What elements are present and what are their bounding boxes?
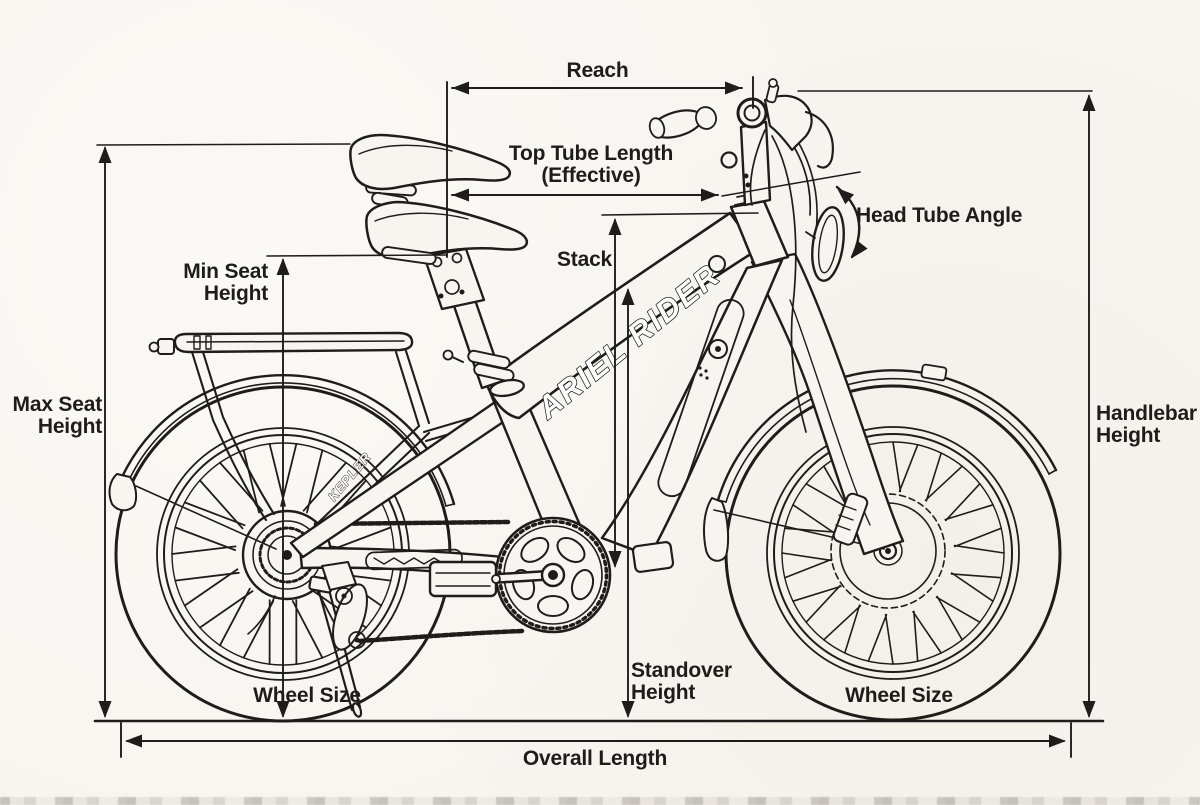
stack-dimension bbox=[601, 212, 759, 568]
standover-dimension bbox=[621, 288, 635, 718]
overall-length-dimension bbox=[120, 722, 1072, 758]
max-seat-height-label: Max Seat Height bbox=[12, 393, 103, 438]
rear-fender-stay bbox=[135, 485, 277, 550]
tail-light bbox=[157, 338, 175, 355]
brake-lever-blade bbox=[804, 110, 834, 169]
seatpost-assembly bbox=[422, 247, 525, 398]
stack-label: Stack bbox=[557, 248, 613, 271]
front-fork bbox=[750, 252, 905, 556]
dimension-lines bbox=[93, 76, 1105, 758]
charge-port-dots bbox=[698, 366, 709, 380]
max-seat-dimension bbox=[96, 143, 351, 718]
headlight bbox=[811, 206, 845, 282]
controller-box bbox=[631, 541, 675, 573]
head-tube-angle-label: Head Tube Angle bbox=[856, 204, 1023, 227]
top-tube bbox=[484, 211, 759, 420]
scan-artifact-strip bbox=[0, 797, 1200, 805]
head-tube-angle-dimension bbox=[721, 171, 868, 259]
chainstay-guard bbox=[365, 548, 463, 571]
wheel-size-rear-label: Wheel Size bbox=[253, 684, 361, 707]
front-fender-stay bbox=[713, 509, 885, 550]
front-fender bbox=[703, 363, 1058, 562]
rear-mudflap bbox=[108, 473, 138, 512]
fender-bracket bbox=[920, 363, 948, 382]
brake-caliper bbox=[832, 492, 869, 546]
overall-length-label: Overall Length bbox=[522, 747, 668, 770]
rear-fender bbox=[108, 373, 456, 550]
rear-axle bbox=[282, 550, 292, 560]
seat-clamp-lever bbox=[442, 349, 454, 361]
handlebar-clamp bbox=[736, 97, 768, 129]
brake-lever-bracket bbox=[763, 94, 813, 152]
reach-dimension bbox=[446, 76, 754, 258]
handlebar-height-label: Handlebar Height bbox=[1096, 402, 1197, 447]
top-tube-length-label: Top Tube Length (Effective) bbox=[508, 142, 674, 187]
min-seat-height-label: Min Seat Height bbox=[183, 260, 268, 305]
standover-height-label: Standover Height bbox=[631, 659, 732, 704]
min-seat-dimension bbox=[266, 254, 447, 718]
handlebar-height-dimension bbox=[797, 90, 1096, 718]
frame: ARIEL RIDER bbox=[484, 191, 790, 573]
front-wheel bbox=[724, 384, 1062, 722]
top-tube-dimension bbox=[451, 188, 719, 202]
crankset bbox=[428, 516, 612, 634]
front-mudflap bbox=[703, 497, 730, 562]
cockpit bbox=[648, 78, 845, 433]
rear-derailleur bbox=[321, 561, 368, 651]
battery-panel bbox=[657, 298, 745, 498]
disc-rotor bbox=[830, 493, 946, 609]
motor-cable bbox=[247, 595, 276, 635]
pedal bbox=[428, 560, 501, 598]
wheel-size-front-label: Wheel Size bbox=[845, 684, 953, 707]
seat-stay: KEPLER bbox=[289, 398, 517, 559]
saddle-upper bbox=[349, 133, 512, 210]
front-spokes bbox=[781, 441, 1005, 665]
seat-tube-collar bbox=[489, 378, 525, 398]
reach-label: Reach bbox=[566, 59, 629, 82]
